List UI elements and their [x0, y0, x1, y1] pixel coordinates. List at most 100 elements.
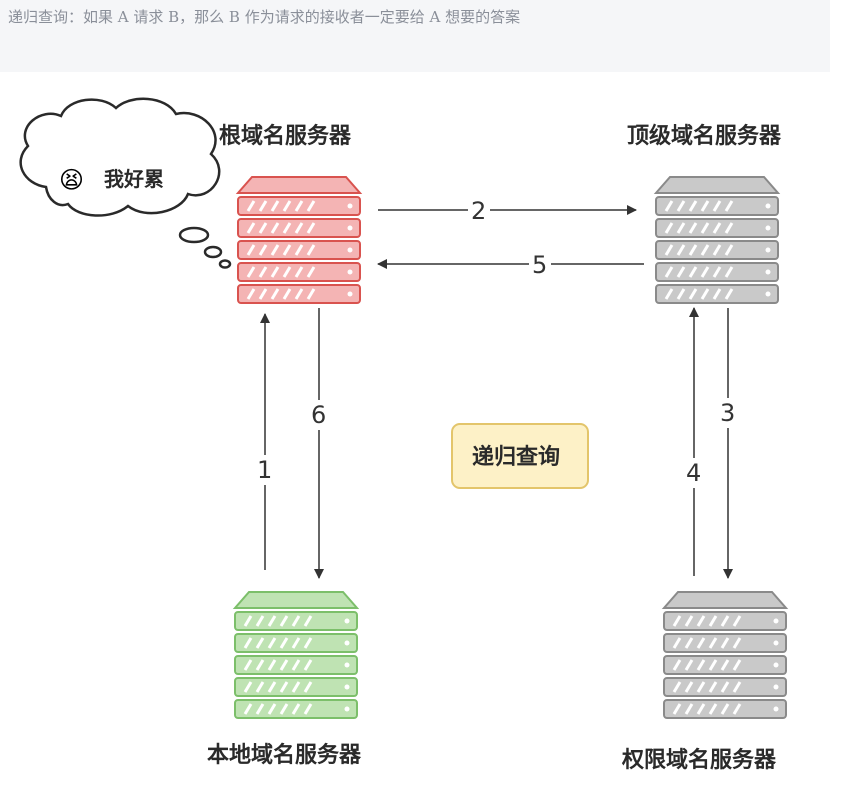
server-stripe: [664, 222, 674, 234]
server-stripe: [243, 637, 253, 649]
badge-label: 递归查询: [472, 444, 560, 470]
server-led: [765, 247, 771, 253]
server-stripe: [732, 681, 742, 693]
server-stripe: [243, 659, 253, 671]
server-stripe: [282, 200, 292, 212]
cloud-shape: [19, 97, 221, 217]
step-label-4: 4: [686, 459, 701, 487]
server-stripe: [688, 200, 698, 212]
server-stripe: [672, 703, 682, 715]
server-stripe: [732, 637, 742, 649]
server-stripe: [696, 637, 706, 649]
server-stripe: [684, 659, 694, 671]
server-stripe: [291, 637, 301, 649]
server-stripe: [255, 703, 265, 715]
server-stripe: [732, 659, 742, 671]
server-stripe: [724, 200, 734, 212]
step-label-3: 3: [720, 399, 735, 427]
server-stripe: [696, 659, 706, 671]
server-stripe: [684, 615, 694, 627]
server-stripe: [243, 681, 253, 693]
server-stripe: [708, 615, 718, 627]
server-stripe: [696, 703, 706, 715]
server-stripe: [246, 200, 256, 212]
server-stripe: [258, 266, 268, 278]
server-stripe: [270, 200, 280, 212]
server-stripe: [303, 637, 313, 649]
server-stripe: [672, 615, 682, 627]
server-stripe: [294, 266, 304, 278]
server-stripe: [696, 681, 706, 693]
server-stripe: [255, 637, 265, 649]
server-stripe: [294, 222, 304, 234]
server-top: [653, 176, 781, 194]
server-stripe: [306, 244, 316, 256]
server-stripe: [720, 615, 730, 627]
server-led: [347, 203, 353, 209]
server-stripe: [267, 637, 277, 649]
server-stripe: [246, 244, 256, 256]
server-stripe: [294, 288, 304, 300]
server-stripe: [270, 244, 280, 256]
tld-server-icon: [653, 176, 781, 304]
server-stripe: [732, 615, 742, 627]
server-stripe: [664, 266, 674, 278]
server-led: [344, 662, 350, 668]
server-led: [347, 225, 353, 231]
server-led: [347, 269, 353, 275]
server-stripe: [700, 222, 710, 234]
server-stripe: [279, 703, 289, 715]
diagram-panel: 😫 我好累 根域名服务器 顶级域名服务器 本地域名服务器 权限域名服务器 2 5…: [6, 72, 830, 788]
server-stripe: [720, 637, 730, 649]
server-stripe: [303, 615, 313, 627]
server-led: [344, 706, 350, 712]
server-stripe: [700, 200, 710, 212]
server-stripe: [306, 200, 316, 212]
server-stripe: [291, 681, 301, 693]
server-stripe: [708, 659, 718, 671]
server-stripe: [282, 266, 292, 278]
server-stripe: [708, 703, 718, 715]
server-led: [765, 225, 771, 231]
server-stripe: [712, 288, 722, 300]
server-stripe: [712, 244, 722, 256]
server-stripe: [258, 244, 268, 256]
server-top: [235, 176, 363, 194]
server-stripe: [676, 288, 686, 300]
server-stripe: [688, 244, 698, 256]
server-stripe: [700, 266, 710, 278]
server-led: [765, 291, 771, 297]
server-stripe: [676, 244, 686, 256]
server-stripe: [672, 659, 682, 671]
caption-band: [0, 0, 830, 72]
step-label-2: 2: [471, 197, 486, 225]
server-led: [344, 618, 350, 624]
server-stripe: [688, 266, 698, 278]
server-stripe: [676, 222, 686, 234]
server-stripe: [688, 222, 698, 234]
root-server-label: 根域名服务器: [219, 123, 352, 149]
server-stripe: [708, 637, 718, 649]
server-stripe: [676, 200, 686, 212]
server-stripe: [700, 244, 710, 256]
authoritative-server-icon: [661, 591, 789, 719]
server-led: [773, 662, 779, 668]
server-stripe: [246, 266, 256, 278]
server-stripe: [282, 288, 292, 300]
server-led: [765, 269, 771, 275]
server-stripe: [712, 200, 722, 212]
server-stripe: [255, 615, 265, 627]
server-stripe: [270, 288, 280, 300]
server-stripe: [303, 681, 313, 693]
server-stripe: [664, 244, 674, 256]
server-stripe: [294, 200, 304, 212]
step-label-6: 6: [311, 401, 326, 429]
tired-face-icon: 😫: [59, 166, 84, 194]
server-stripe: [306, 288, 316, 300]
recursive-query-badge: 递归查询: [451, 423, 589, 489]
server-stripe: [306, 222, 316, 234]
server-stripe: [294, 244, 304, 256]
server-stripe: [672, 637, 682, 649]
server-top: [661, 591, 789, 609]
server-stripe: [279, 615, 289, 627]
